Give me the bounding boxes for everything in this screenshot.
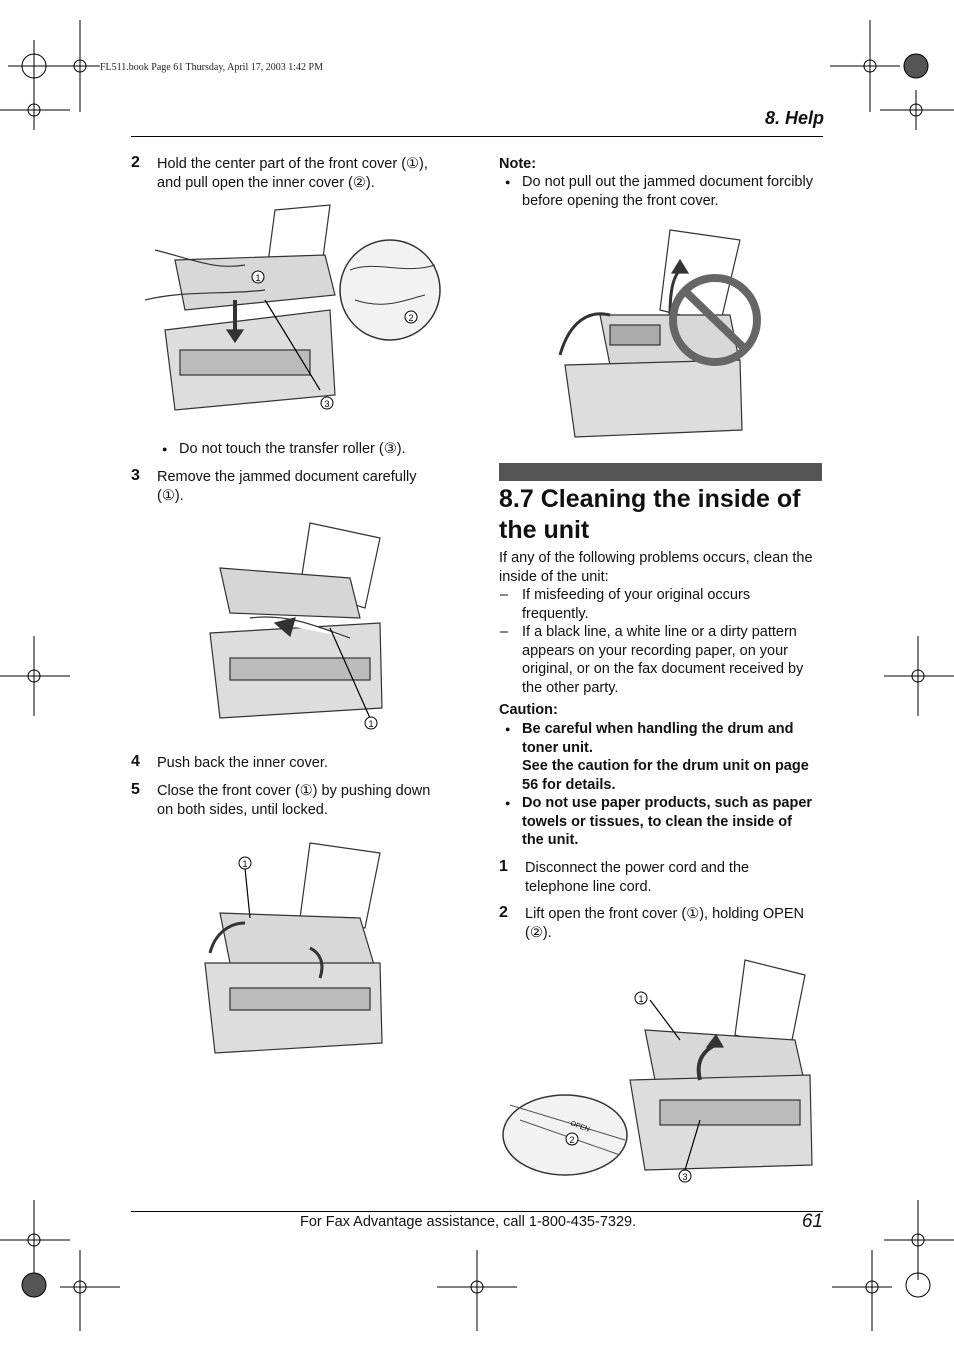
figure-lift-front-cover: OPEN 1 2 3: [502, 959, 813, 1183]
problem-line: If misfeeding of your original occurs: [522, 587, 751, 603]
step-number: 4: [131, 753, 140, 770]
step-text-line: (①).: [157, 487, 184, 504]
caution-line: toner unit.: [522, 739, 593, 756]
caution-line: 56 for details.: [522, 776, 616, 793]
problem-line: frequently.: [522, 605, 589, 622]
section-title-line: the unit: [499, 516, 590, 544]
step-text: Lift open the front cover (①), holding O…: [525, 905, 804, 942]
step-text: Close the front cover (①) by pushing dow…: [157, 782, 430, 819]
callout-1: 1: [242, 859, 247, 869]
page-header-title: 8. Help: [764, 108, 824, 128]
problem-line: original, or on the fax document receive…: [522, 661, 804, 677]
caution-line: the unit.: [522, 832, 579, 848]
step-text-line: Disconnect the power cord and the: [525, 860, 750, 876]
step-text-line: on both sides, until locked.: [157, 801, 328, 818]
step-number: 2: [499, 904, 508, 921]
problem-line: the other party.: [522, 679, 619, 696]
step-number: 3: [131, 467, 140, 484]
intro-text: If any of the following problems occurs,…: [499, 549, 813, 586]
print-info: FL511.book Page 61 Thursday, April 17, 2…: [100, 62, 323, 73]
callout-3: 3: [324, 399, 329, 409]
problem-item: If misfeeding of your original occurs fr…: [500, 586, 751, 623]
section-bar: [499, 463, 822, 481]
section-title-line: 8.7 Cleaning the inside of: [499, 485, 801, 513]
problem-line: appears on your recording paper, on your: [522, 642, 789, 659]
caution-line: towels or tissues, to clean the inside o…: [522, 813, 792, 830]
step-text-line: Remove the jammed document carefully: [157, 469, 417, 485]
header-rule: [131, 136, 823, 137]
step-text: Push back the inner cover.: [157, 755, 328, 771]
callout-2: 2: [408, 313, 413, 323]
step-text: Hold the center part of the front cover …: [157, 155, 428, 192]
callout-1: 1: [255, 273, 260, 283]
callout-1: 1: [638, 994, 643, 1004]
bullet-roller: Do not touch the transfer roller (③).: [162, 440, 406, 459]
problem-line: If a black line, a white line or a dirty…: [522, 624, 797, 640]
figure-do-not-pull: [558, 229, 761, 438]
problem-item: If a black line, a white line or a dirty…: [500, 623, 804, 697]
step-number: 2: [131, 154, 140, 171]
caution-item: Be careful when handling the drum and to…: [505, 720, 809, 794]
note-text-line: before opening the front cover.: [522, 192, 719, 209]
footer-rule: [131, 1211, 823, 1212]
caution-line: Do not use paper products, such as paper: [522, 795, 813, 811]
step-text-line: Lift open the front cover (①), holding O…: [525, 906, 804, 922]
callout-2: 2: [569, 1135, 574, 1145]
step-text-line: Close the front cover (①) by pushing dow…: [157, 783, 431, 799]
callout-3: 3: [682, 1172, 687, 1182]
intro-line: inside of the unit:: [499, 568, 609, 585]
caution-line: See the caution for the drum unit on pag…: [522, 758, 809, 774]
step-number: 5: [131, 781, 140, 798]
note-bullet: Do not pull out the jammed document forc…: [505, 173, 813, 210]
step-text-line: telephone line cord.: [525, 878, 652, 895]
step-text-line: (②).: [525, 924, 552, 941]
note-text-line: Do not pull out the jammed document forc…: [522, 174, 813, 190]
figure-close-front-cover: 1: [204, 842, 383, 1054]
section-title: 8.7 Cleaning the inside of the unit: [499, 484, 829, 546]
step-text-line: and pull open the inner cover (②).: [157, 174, 375, 191]
page-number: 61: [801, 1211, 823, 1232]
figure-open-inner-cover: 1 2 3: [145, 204, 441, 411]
step-text-line: Hold the center part of the front cover …: [157, 156, 428, 172]
caution-label: Caution:: [499, 702, 558, 718]
step-number: 1: [499, 858, 508, 875]
note-label: Note:: [499, 156, 537, 172]
step-text: Remove the jammed document carefully (①)…: [157, 468, 417, 505]
callout-1: 1: [368, 719, 373, 729]
caution-line: Be careful when handling the drum and: [522, 721, 794, 737]
caution-item: Do not use paper products, such as paper…: [505, 794, 813, 850]
footer-text: For Fax Advantage assistance, call 1-800…: [300, 1214, 637, 1230]
figure-remove-document: 1: [209, 522, 383, 730]
intro-line: If any of the following problems occurs,…: [499, 550, 813, 566]
step-text: Disconnect the power cord and the teleph…: [525, 859, 749, 896]
